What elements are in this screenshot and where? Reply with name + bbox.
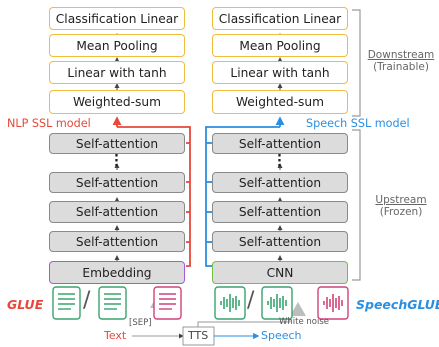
glue-label: GLUE [7,297,44,312]
speech-label: Speech [261,329,302,342]
nlp-ellipsis: ··· [114,149,119,174]
downstream-label: Downstream(Trainable) [367,49,435,73]
nlp-self-attention-1: Self-attention [49,231,185,252]
upstream-label: Upstream(Frozen) [375,194,427,218]
nlp-classification-linear: Classification Linear [49,7,185,30]
nlp-self-attention-top: Self-attention [49,133,185,154]
speech-ssl-model-label: Speech SSL model [306,117,410,130]
speech-linear-with-tanh: Linear with tanh [212,61,348,84]
audio-doc-icon-1 [214,286,246,320]
nlp-embedding: Embedding [49,261,185,284]
speech-mean-pooling: Mean Pooling [212,34,348,57]
tts-label: TTS [188,329,209,342]
white-noise-label: White noise [279,317,330,327]
text-doc-icon-2 [98,286,127,320]
nlp-skip-connections [112,116,191,267]
speech-cnn: CNN [212,261,348,284]
slash-separator-2: / [247,288,255,313]
noise-triangle [290,302,306,316]
speech-self-attention-top: Self-attention [212,133,348,154]
nlp-self-attention-3: Self-attention [49,172,185,193]
speech-weighted-sum: Weighted-sum [212,90,348,114]
speech-ellipsis: ··· [277,149,282,174]
audio-doc-icon-2 [261,286,293,320]
speechglue-label: SpeechGLUE [356,297,439,312]
speech-self-attention-2: Self-attention [212,201,348,223]
nlp-weighted-sum: Weighted-sum [49,90,185,114]
text-doc-icon-3 [153,286,182,320]
speech-skip-connections [205,116,285,267]
sep-token-label: [SEP] [129,318,152,328]
audio-doc-icon-3 [317,286,349,320]
text-doc-icon-1 [52,286,81,320]
nlp-linear-with-tanh: Linear with tanh [49,61,185,84]
nlp-self-attention-2: Self-attention [49,201,185,223]
nlp-ssl-model-label: NLP SSL model [7,117,91,130]
side-brackets [352,9,361,281]
text-label: Text [104,329,127,342]
speech-self-attention-1: Self-attention [212,231,348,252]
nlp-mean-pooling: Mean Pooling [49,34,185,57]
slash-separator-1: / [83,288,91,313]
speech-classification-linear: Classification Linear [212,7,348,30]
speech-self-attention-3: Self-attention [212,172,348,193]
